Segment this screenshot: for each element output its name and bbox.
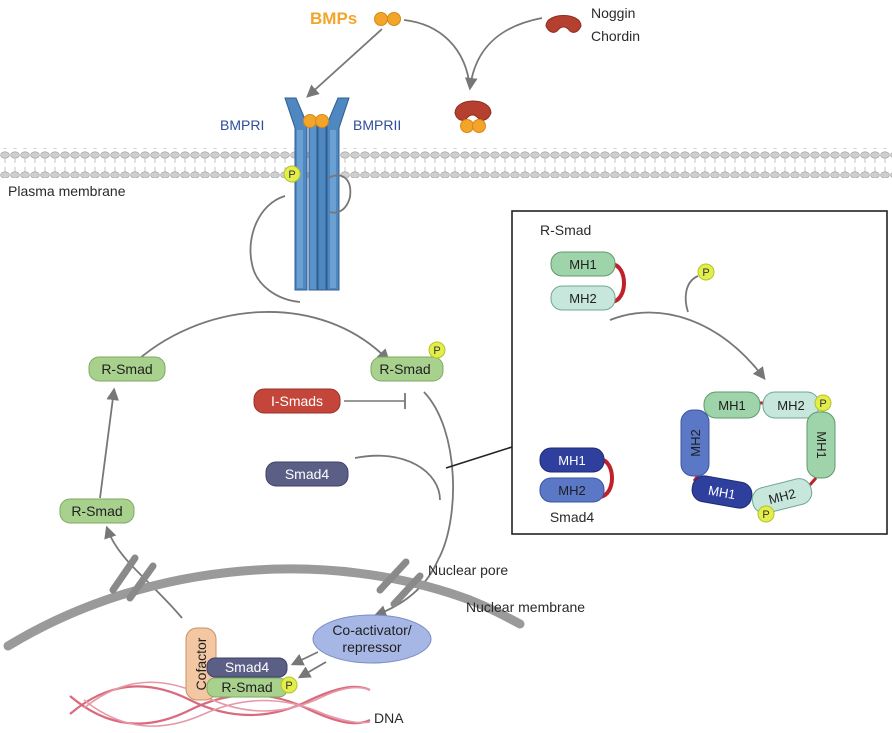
ismads-pill: I-Smads bbox=[253, 388, 341, 414]
nuclear-export-arrow bbox=[104, 525, 183, 619]
chordin-label: Chordin bbox=[591, 28, 640, 44]
noggin-label: Noggin bbox=[591, 5, 635, 21]
complex-right-mh1 bbox=[806, 411, 836, 479]
inset-phospho-icon: P bbox=[697, 263, 715, 281]
left-ascending-arrow bbox=[99, 387, 119, 499]
inset-smad-complex: MH1 MH2 P MH2 MH1 MH1 MH2 P bbox=[680, 391, 836, 523]
trimer-formation-arrow bbox=[609, 311, 766, 381]
svg-text:MH1: MH1 bbox=[569, 257, 596, 272]
inset-connector-line bbox=[445, 446, 513, 469]
svg-text:R-Smad: R-Smad bbox=[379, 361, 430, 377]
svg-text:MH2: MH2 bbox=[688, 429, 703, 456]
nuclear-membrane-label: Nuclear membrane bbox=[466, 599, 585, 615]
nucleus-smad4-pill: Smad4 bbox=[206, 657, 288, 678]
rsmad-pill-top-right: R-Smad P bbox=[370, 341, 446, 382]
receptor-kinase-loop bbox=[327, 174, 352, 214]
inset-rsmad-monomer: MH1 MH2 bbox=[550, 251, 626, 311]
bmpri-label: BMPRI bbox=[220, 117, 264, 133]
svg-text:MH2: MH2 bbox=[767, 486, 797, 507]
svg-text:P: P bbox=[762, 509, 769, 521]
svg-text:Smad4: Smad4 bbox=[225, 659, 270, 675]
svg-text:P: P bbox=[288, 169, 295, 181]
svg-text:Smad4: Smad4 bbox=[285, 466, 330, 482]
complex-top-mh1 bbox=[703, 391, 761, 419]
rsmad-pill-lower-left: R-Smad bbox=[59, 498, 135, 524]
noggin-bmp-complex-icon bbox=[454, 100, 492, 133]
bmps-label: BMPs bbox=[310, 9, 357, 28]
svg-text:MH1: MH1 bbox=[814, 431, 829, 458]
noggin-icon bbox=[545, 15, 582, 33]
plasma-membrane-label: Plasma membrane bbox=[8, 183, 126, 199]
phospho-join-line bbox=[684, 275, 699, 313]
smad4-join-line bbox=[354, 454, 441, 501]
bmp-ligand-icon bbox=[374, 12, 401, 26]
coactivator-to-smad4-arrow bbox=[290, 651, 319, 666]
svg-text:R-Smad: R-Smad bbox=[101, 361, 152, 377]
noggin-to-complex-arrow bbox=[465, 17, 543, 91]
svg-text:I-Smads: I-Smads bbox=[271, 393, 323, 409]
nuclear-pore-left bbox=[109, 554, 157, 602]
dna-label: DNA bbox=[374, 710, 404, 726]
complex-bottom-mh1 bbox=[691, 475, 753, 509]
coactivator-to-rsmad-arrow bbox=[297, 661, 327, 679]
bmp-to-noggin-arrow bbox=[403, 19, 471, 89]
inset-rsmad-title: R-Smad bbox=[540, 222, 591, 238]
receptor-branch-line bbox=[249, 195, 301, 303]
inset-smad4-monomer: MH1 MH2 bbox=[539, 447, 614, 503]
bmprii-label: BMPRII bbox=[353, 117, 401, 133]
receptor-phospho-icon: P bbox=[283, 165, 301, 183]
complex-bottom-mh2 bbox=[751, 478, 813, 514]
right-descending-line bbox=[423, 391, 454, 561]
complex-left-mh2 bbox=[680, 409, 710, 477]
nuclear-membrane bbox=[3, 564, 525, 651]
svg-text:Cofactor: Cofactor bbox=[193, 637, 209, 690]
svg-text:MH2: MH2 bbox=[569, 291, 596, 306]
svg-text:MH1: MH1 bbox=[558, 453, 585, 468]
nuclear-pore-right bbox=[376, 558, 424, 608]
rsmad-pill-top-left: R-Smad bbox=[88, 356, 166, 382]
smad4-pill: Smad4 bbox=[265, 461, 349, 487]
svg-text:MH2: MH2 bbox=[777, 398, 804, 413]
coactivator-repressor-ellipse: Co-activator/ repressor bbox=[312, 614, 432, 664]
svg-text:R-Smad: R-Smad bbox=[221, 679, 272, 695]
svg-text:repressor: repressor bbox=[342, 639, 401, 655]
svg-text:MH1: MH1 bbox=[718, 398, 745, 413]
phospho-icon bbox=[757, 505, 775, 523]
svg-text:P: P bbox=[285, 680, 292, 692]
nuclear-import-arrow bbox=[373, 559, 439, 618]
svg-text:MH2: MH2 bbox=[558, 483, 585, 498]
svg-text:P: P bbox=[702, 267, 709, 279]
phospho-icon bbox=[280, 676, 298, 694]
phospho-icon bbox=[428, 341, 446, 359]
svg-text:MH1: MH1 bbox=[707, 483, 737, 503]
svg-text:P: P bbox=[819, 398, 826, 410]
plasma-membrane bbox=[0, 148, 892, 178]
bmp-to-receptor-arrow bbox=[306, 28, 383, 98]
inset-smad4-title: Smad4 bbox=[550, 509, 595, 525]
svg-text:P: P bbox=[433, 345, 440, 357]
svg-text:R-Smad: R-Smad bbox=[71, 503, 122, 519]
rsmad-activation-arrow bbox=[129, 311, 390, 368]
nucleus-rsmad-pill: R-Smad P bbox=[206, 676, 298, 698]
nuclear-pore-label: Nuclear pore bbox=[428, 562, 508, 578]
bmp-receptor-complex bbox=[284, 97, 350, 291]
phospho-icon bbox=[814, 394, 832, 412]
svg-text:Co-activator/: Co-activator/ bbox=[332, 622, 411, 638]
